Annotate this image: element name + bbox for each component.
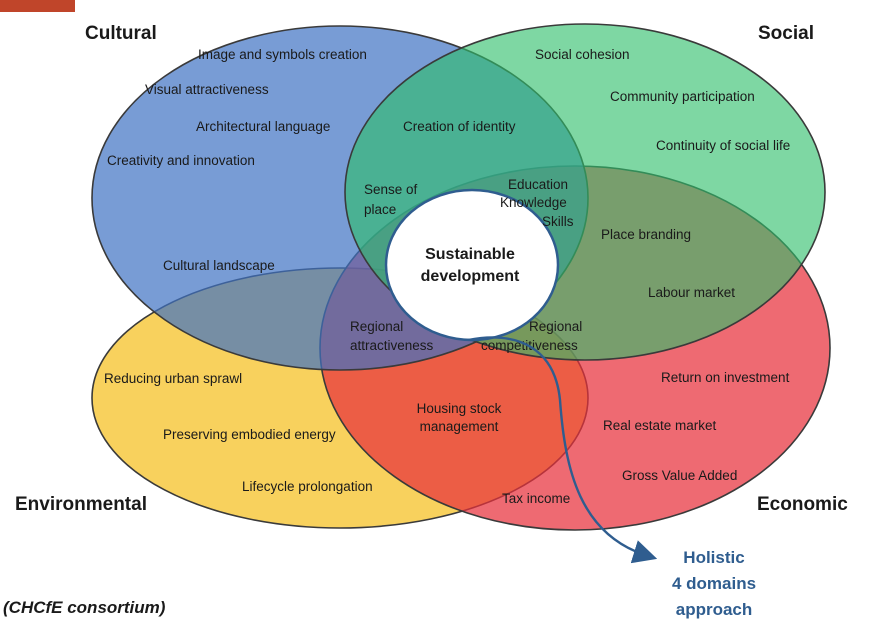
- label-image-symbols: Image and symbols creation: [198, 47, 367, 62]
- label-community-participation: Community participation: [610, 89, 755, 104]
- label-architectural-language: Architectural language: [196, 119, 330, 134]
- center-ellipse: [384, 188, 560, 342]
- label-regional-attractiveness-2: attractiveness: [350, 338, 434, 353]
- center-title-line2: development: [421, 268, 520, 285]
- label-knowledge: Knowledge: [500, 195, 567, 210]
- label-continuity-social-life: Continuity of social life: [656, 138, 790, 153]
- label-labour-market: Labour market: [648, 285, 735, 300]
- label-visual-attractiveness: Visual attractiveness: [145, 82, 269, 97]
- label-tax-income: Tax income: [502, 491, 570, 506]
- holistic-line1: Holistic: [683, 548, 744, 567]
- label-cultural-landscape: Cultural landscape: [163, 258, 275, 273]
- credit-text: (CHCfE consortium): [3, 598, 166, 617]
- label-lifecycle: Lifecycle prolongation: [242, 479, 373, 494]
- label-creation-identity: Creation of identity: [403, 119, 516, 134]
- label-return-investment: Return on investment: [661, 370, 790, 385]
- label-reducing-sprawl: Reducing urban sprawl: [104, 371, 242, 386]
- domain-cultural: Cultural: [85, 23, 157, 44]
- label-gva: Gross Value Added: [622, 468, 737, 483]
- label-regional-competitiveness-1: Regional: [529, 319, 582, 334]
- label-social-cohesion: Social cohesion: [535, 47, 630, 62]
- label-real-estate: Real estate market: [603, 418, 717, 433]
- holistic-line2: 4 domains: [672, 574, 756, 593]
- label-housing-1: Housing stock: [417, 401, 502, 416]
- label-education: Education: [508, 177, 568, 192]
- holistic-arrow: [467, 336, 658, 564]
- label-housing-2: management: [420, 419, 499, 434]
- label-skills: Skills: [542, 214, 574, 229]
- label-regional-attractiveness-1: Regional: [350, 319, 403, 334]
- center-title-line1: Sustainable: [425, 246, 515, 263]
- label-creativity: Creativity and innovation: [107, 153, 255, 168]
- domain-economic: Economic: [757, 494, 848, 515]
- domain-social: Social: [758, 23, 814, 44]
- holistic-line3: approach: [676, 600, 753, 619]
- label-preserving-energy: Preserving embodied energy: [163, 427, 336, 442]
- label-sense-of-place-1: Sense of: [364, 182, 418, 197]
- domain-environmental: Environmental: [15, 494, 147, 515]
- label-sense-of-place-2: place: [364, 202, 396, 217]
- corner-image-fragment: [0, 0, 75, 12]
- label-place-branding: Place branding: [601, 227, 691, 242]
